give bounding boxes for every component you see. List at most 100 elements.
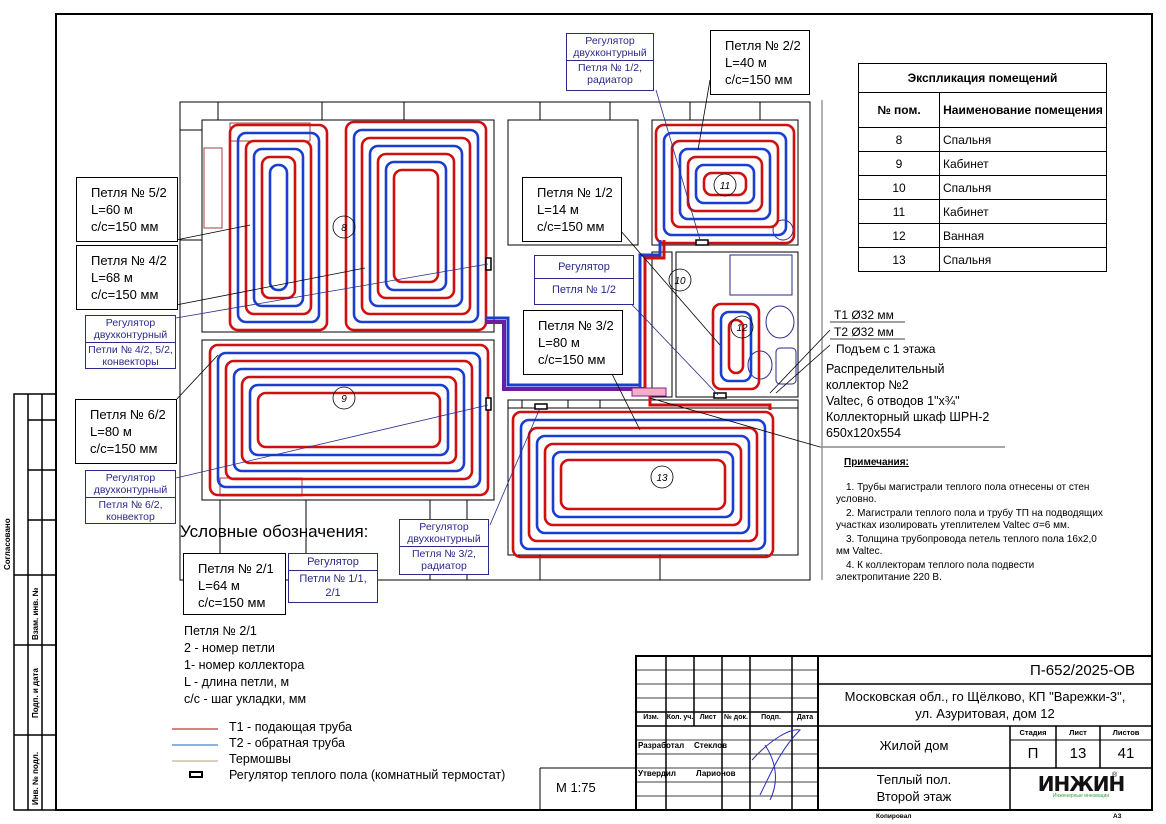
loop-1-2-supply-pipe xyxy=(727,318,745,375)
regulator-type: Регулятор двухконтурный xyxy=(86,316,175,343)
notes-title: Примечания: xyxy=(844,457,909,468)
stage-label: Стадия xyxy=(1019,728,1047,737)
loop-2-2-return-pipe xyxy=(662,131,788,237)
legend-item-blue-line: Т2 - обратная труба xyxy=(229,736,346,750)
legend-thermostat-symbol xyxy=(189,771,203,778)
collector-line: коллектор №2 xyxy=(826,378,909,392)
supply-diameter: Т1 Ø32 мм xyxy=(834,308,894,322)
legend-explain-line: с/с - шаг укладки, мм xyxy=(184,692,307,706)
project-code: П-652/2025-ОВ xyxy=(1030,662,1136,679)
object-name: Жилой дом xyxy=(879,738,949,753)
approved-label: Утвердил xyxy=(638,769,676,778)
sheet-value: 13 xyxy=(1069,745,1087,762)
loop-4-2-return-pipe xyxy=(368,144,464,308)
leader-lines xyxy=(175,79,1005,448)
regulator-box-4-5: Регулятор двухконтурный Петли № 4/2, 5/2… xyxy=(85,315,176,369)
address-line: ул. Азуритовая, дом 12 xyxy=(915,706,1055,721)
loop-3-2-supply-pipe xyxy=(527,426,759,543)
drawing-title-line: Второй этаж xyxy=(876,789,952,804)
loop-title: Петля № 4/2 xyxy=(91,253,167,268)
loop-5-2-return-pipe xyxy=(252,147,305,308)
room-marker-number: 12 xyxy=(736,323,748,334)
legend-sample-loop: Петля № 2/1 L=64 м с/с=150 мм xyxy=(183,553,286,615)
legend-explain-line: 2 - номер петли xyxy=(184,641,275,655)
loop-step: с/с=150 мм xyxy=(91,219,159,234)
legend-item-thermostat: Регулятор теплого пола (комнатный термос… xyxy=(229,768,506,782)
loop-step: с/с=150 мм xyxy=(90,441,158,456)
stamp-header: Лист xyxy=(699,714,717,721)
regulator-type: Регулятор двухконтурный xyxy=(400,520,488,547)
loop-title: Петля № 3/2 xyxy=(538,318,614,333)
loop-length: L=68 м xyxy=(91,270,133,285)
room-number: 12 xyxy=(858,223,940,248)
side-strip xyxy=(13,393,57,811)
room-number: 10 xyxy=(858,175,940,200)
room-explication-table: Экспликация помещений № пом. Наименовани… xyxy=(858,63,1107,272)
loop-1-2-supply-pipe xyxy=(711,302,761,391)
room-marker-circle xyxy=(730,315,754,339)
room-marker-circle xyxy=(713,173,737,197)
side-agreed: Согласовано xyxy=(3,518,12,570)
room-name: Спальня xyxy=(939,247,1107,272)
heating-loops xyxy=(208,120,796,559)
regulator-box-3-2: Регулятор двухконтурный Петля № 3/2, рад… xyxy=(399,519,489,575)
legend-explain-line: Петля № 2/1 xyxy=(184,624,257,638)
notes-section: Примечания: 1. Трубы магистрали теплого … xyxy=(836,457,1108,586)
loop-step: с/с=150 мм xyxy=(91,287,159,302)
regulator-loops: Петля № 1/2, радиатор xyxy=(577,62,643,86)
loop-5-2-supply-pipe xyxy=(228,123,329,332)
loop-title: Петля № 2/1 xyxy=(198,561,274,576)
stamp-header: Кол. уч. xyxy=(666,714,694,721)
room-marker-number: 11 xyxy=(720,181,730,192)
note-item: 2. Магистрали теплого пола и трубу ТП на… xyxy=(836,507,1103,532)
thermostats xyxy=(485,239,727,411)
loop-label-2-2: Петля № 2/2 L=40 м с/с=150 мм xyxy=(710,30,810,95)
loop-length: L=80 м xyxy=(90,424,132,439)
pipe-diameter-labels: Т1 Ø32 мм Т2 Ø32 мм Подъем с 1 этажа xyxy=(834,307,935,358)
legend-item-tan-line: Термошвы xyxy=(229,752,292,766)
loop-5-2-supply-pipe xyxy=(244,139,313,316)
logo-text: ИНЖИН xyxy=(1037,772,1125,796)
loop-5-2-return-pipe xyxy=(236,131,321,324)
room-marker-circle xyxy=(668,268,692,292)
regulator-type: Регулятор двухконтурный xyxy=(567,34,653,61)
stamp-header: Дата xyxy=(796,714,814,721)
loop-step: с/с=150 мм xyxy=(198,595,266,610)
room-number: 9 xyxy=(858,151,940,176)
loop-2-2-supply-pipe xyxy=(702,171,748,197)
side-inv-swap: Взам. инв. № xyxy=(31,587,40,641)
explication-title: Экспликация помещений xyxy=(858,63,1107,93)
developed-name: Стеклов xyxy=(694,741,728,750)
stage-value: П xyxy=(1027,745,1039,762)
legend-item-red-line: Т1 - подающая труба xyxy=(229,720,352,734)
loop-label-4-2: Петля № 4/2 L=68 м с/с=150 мм xyxy=(76,245,178,310)
explication-col-num: № пом. xyxy=(858,92,940,128)
room-marker-circle xyxy=(332,386,356,410)
loop-length: L=40 м xyxy=(725,55,767,70)
regulator-loops: Петли № 4/2, 5/2, конвекторы xyxy=(88,344,173,368)
room-name: Кабинет xyxy=(939,151,1107,176)
collector-line: Valtec, 6 отводов 1"x¾" xyxy=(826,394,960,408)
signature xyxy=(751,729,802,801)
loop-6-2-return-pipe xyxy=(232,367,466,473)
stamp-header: № док. xyxy=(724,714,748,721)
loop-step: с/с=150 мм xyxy=(538,352,606,367)
loop-length: L=14 м xyxy=(537,202,579,217)
room-number: 11 xyxy=(858,199,940,224)
loop-title: Петля № 1/2 xyxy=(537,185,613,200)
loop-1-2-return-pipe xyxy=(719,310,753,383)
main-pipes xyxy=(486,240,772,410)
loop-4-2-supply-pipe xyxy=(392,168,440,284)
loop-2-2-supply-pipe xyxy=(670,139,780,229)
loop-step: с/с=150 мм xyxy=(725,72,793,87)
logo-subtitle: Инженерные инновации xyxy=(1052,793,1110,799)
company-logo: ИНЖИН Инженерные инновации xyxy=(1010,772,1152,799)
